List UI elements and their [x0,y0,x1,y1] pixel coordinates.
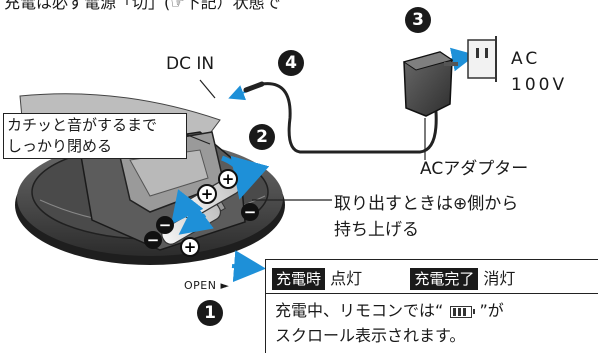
latch-line1: カチッと音がするまで [7,116,158,134]
minus-marker: − [147,231,160,249]
info-divider [266,293,598,294]
ac-label: AC [511,49,541,69]
battery-icon [450,305,476,318]
latch-callout: カチッと音がするまで しっかり閉める [3,113,187,159]
indicator-row: 充電時 点灯 充電完了 消灯 [272,265,515,290]
dc-in-label: DC IN [166,54,215,74]
dc-cable [243,81,438,154]
top-note: 充電は必ず電源「切」(☞下記）状態で [4,0,281,12]
leader-lines [179,79,426,201]
latch-line2: しっかり閉める [7,137,113,155]
wall-outlet [467,36,497,82]
ac-voltage-label: AC 100V [511,46,567,98]
ac-adapter [402,51,458,117]
voltage-label: 100V [511,75,568,95]
remote-note-line2: スクロール表示されます。 [275,326,466,345]
remote-note-text-a: 充電中、リモコンでは“ [275,301,444,320]
plus-marker: + [222,170,235,188]
remote-note-line1: 充電中、リモコンでは“ ”が [275,298,504,323]
minus-marker: − [244,203,257,221]
ac-adapter-label: ACアダプター [420,159,529,179]
charging-status-box: 充電時 点灯 充電完了 消灯 充電中、リモコンでは“ ”が スクロール表示されま… [265,259,598,353]
minus-marker: − [159,216,172,234]
step-4-badge: 4 [278,50,304,76]
complete-status: 消灯 [483,269,516,288]
step-3-badge: 3 [405,7,431,33]
open-label: OPEN ► [184,279,230,292]
step-2-badge: 2 [249,124,275,150]
take-out-line1: 取り出すときは⊕側から [334,194,519,214]
polarity-markers: + + − − − + [144,169,259,257]
remote-note: 充電中、リモコンでは“ ”が スクロール表示されます。 [275,298,504,348]
remote-note-text-b: ”が [479,301,504,320]
take-out-instruction: 取り出すときは⊕側から 持ち上げる [334,191,518,243]
take-out-line2: 持ち上げる [334,220,419,240]
complete-tag: 充電完了 [410,268,479,290]
charging-status: 点灯 [330,269,363,288]
plus-marker: + [184,238,197,256]
plus-marker: + [201,185,214,203]
charging-tag: 充電時 [272,268,326,290]
step-1-badge: 1 [197,300,223,326]
